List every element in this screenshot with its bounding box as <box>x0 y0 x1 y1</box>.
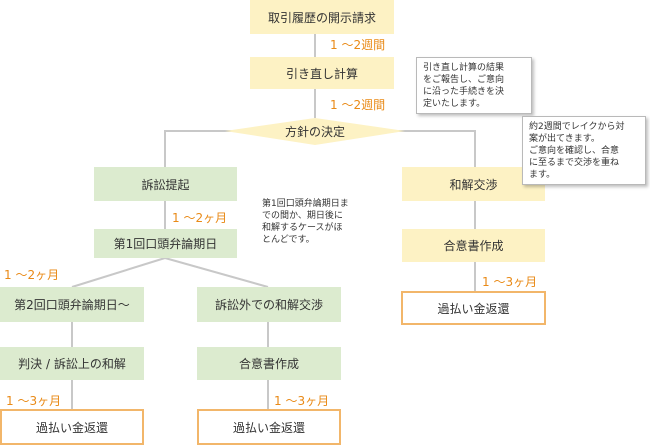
refund-mid-box: 過払い金返還 <box>197 409 341 445</box>
duration-label-2: 1 ～2週間 <box>330 98 386 112</box>
recalc-note: 引き直し計算の結果 をご報告し、ご意向 に沿った手続きを決 定いたします。 <box>416 57 532 114</box>
disclosure-request-box: 取引履歴の開示請求 <box>250 0 394 34</box>
duration-label-6: 1 ～3ヶ月 <box>274 394 330 408</box>
judgment-box: 判決 / 訴訟上の和解 <box>0 347 144 380</box>
settlement-note: 約2週間でレイクから対 案が出てきます。 ご意向を確認し、合意 に至るまで交渉を… <box>522 116 646 185</box>
refund-left-box: 過払い金返還 <box>0 409 144 445</box>
duration-label-4: 1 ～2ヶ月 <box>4 268 60 282</box>
agreement-left-box: 合意書作成 <box>197 347 341 380</box>
duration-label-1: 1 ～2週間 <box>330 38 386 52</box>
duration-label-7: 1 ～3ヶ月 <box>482 275 538 289</box>
lawsuit-box: 訴訟提起 <box>94 167 237 201</box>
policy-diamond <box>225 118 405 145</box>
duration-label-5: 1 ～3ヶ月 <box>6 394 62 408</box>
settlement-box: 和解交渉 <box>402 167 545 201</box>
agreement-right-box: 合意書作成 <box>402 229 545 262</box>
policy-decision-label: 方針の決定 <box>284 124 345 139</box>
second-hearing-box: 第2回口頭弁論期日～ <box>0 287 144 322</box>
duration-label-3: 1 ～2ヶ月 <box>172 211 228 225</box>
refund-right-box: 過払い金返還 <box>401 291 546 325</box>
outside-settlement-box: 訴訟外での和解交渉 <box>197 287 341 322</box>
first-hearing-box: 第1回口頭弁論期日 <box>94 229 237 258</box>
recalculation-box: 引き直し計算 <box>250 57 394 89</box>
hearing-note: 第1回口頭弁論期日ま での間か、期日後に 和解するケースがほ とんどです。 <box>262 199 349 245</box>
